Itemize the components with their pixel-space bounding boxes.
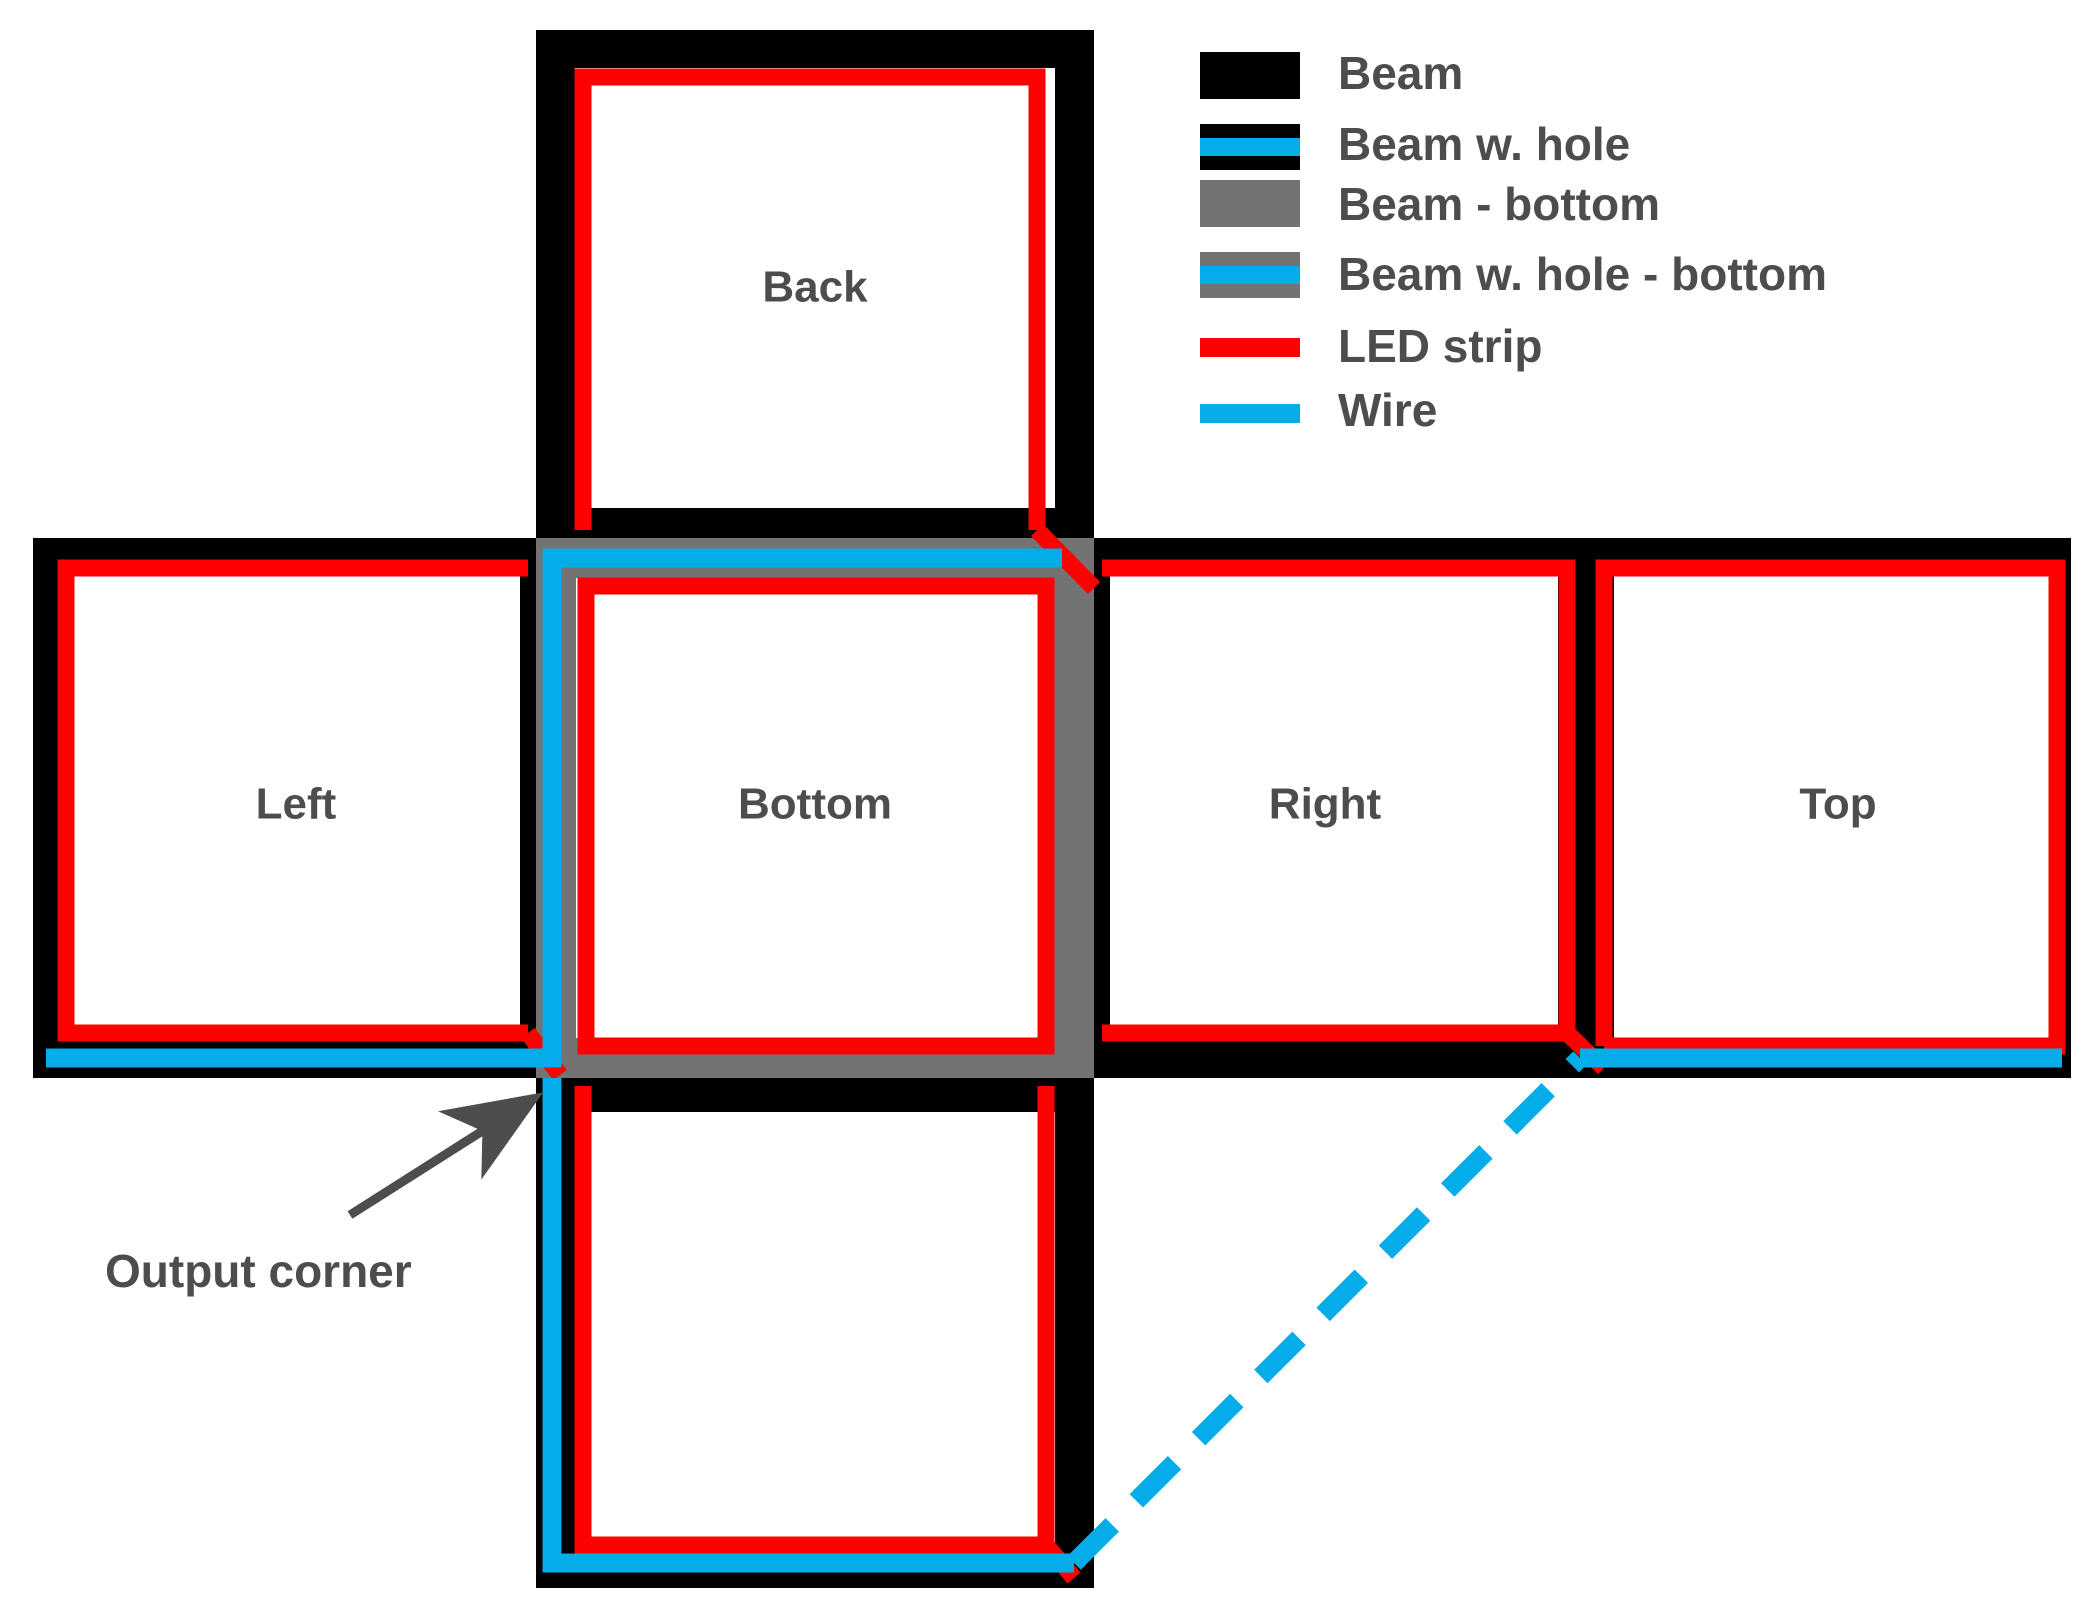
led-strip-right [1102,559,1576,1042]
legend-label-beam-w-hole-bottom: Beam w. hole - bottom [1338,248,1827,300]
legend-label-led-strip: LED strip [1338,320,1542,372]
legend-swatch-beam-w-hole-mid [1200,138,1300,156]
legend-label-wire: Wire [1338,384,1437,436]
face-interior-bottom [575,575,1055,1041]
beam-bottom-right [1054,538,1094,1078]
legend-item-beam-w-hole-bottom[interactable]: Beam w. hole - bottom [1200,248,1827,300]
face-label-right: Right [1269,780,1382,829]
legend-label-beam-bottom: Beam - bottom [1338,178,1660,230]
wire-layer [46,548,2062,1573]
led-strip-left [57,559,528,1042]
legend-item-beam-w-hole[interactable]: Beam w. hole [1200,118,1630,170]
output-corner-callout: Output corner [105,1092,544,1297]
legend-swatch-beam-w-hole-bot [1200,156,1300,170]
output-corner-label: Output corner [105,1245,412,1297]
legend: Beam Beam w. hole Beam - bottom Beam w. … [1200,47,1827,436]
face-interior-back [575,68,1055,508]
led-strip-corner-bottom-right-top [1030,524,1101,594]
face-interior-top [1614,575,2062,1041]
face-label-bottom: Bottom [738,780,892,829]
legend-swatch-beam-w-hole-top [1200,124,1300,138]
legend-item-beam-bottom[interactable]: Beam - bottom [1200,178,1660,230]
legend-swatch-beam-w-hole-bottom-mid [1200,266,1300,284]
legend-item-led-strip[interactable]: LED strip [1200,320,1542,372]
legend-swatch-wire [1200,404,1300,423]
led-strip-front [574,1086,1055,1554]
wire-front-left-and-bottom [542,1078,1074,1573]
legend-label-beam: Beam [1338,47,1463,99]
legend-item-wire[interactable]: Wire [1200,384,1437,436]
face-interior-layer [72,68,2062,1552]
face-interior-left [72,575,520,1041]
wire-dashed-connector [1067,1051,1587,1570]
face-label-left: Left [256,780,337,829]
legend-swatch-beam [1200,52,1300,99]
legend-item-beam[interactable]: Beam [1200,47,1463,99]
led-strip-top [1595,559,2066,1055]
output-corner-arrow [347,1092,544,1219]
legend-swatch-beam-w-hole-bottom-top [1200,252,1300,266]
led-strip-back [574,68,1046,530]
led-strip-layer [57,68,2066,1584]
legend-swatch-beam-w-hole-bottom-bot [1200,284,1300,298]
face-interior-front [575,1112,1055,1552]
wire-left-band-to-bottom [46,548,1062,1068]
face-label-back: Back [762,263,868,312]
legend-swatch-beam-bottom [1200,180,1300,227]
face-label-layer: Back Left Bottom Right Top [256,263,1877,829]
face-label-top: Top [1799,780,1876,829]
legend-swatch-led-strip [1200,338,1300,357]
led-strip-bottom [577,577,1055,1055]
face-interior-right [1110,575,1558,1041]
legend-label-beam-w-hole: Beam w. hole [1338,118,1630,170]
